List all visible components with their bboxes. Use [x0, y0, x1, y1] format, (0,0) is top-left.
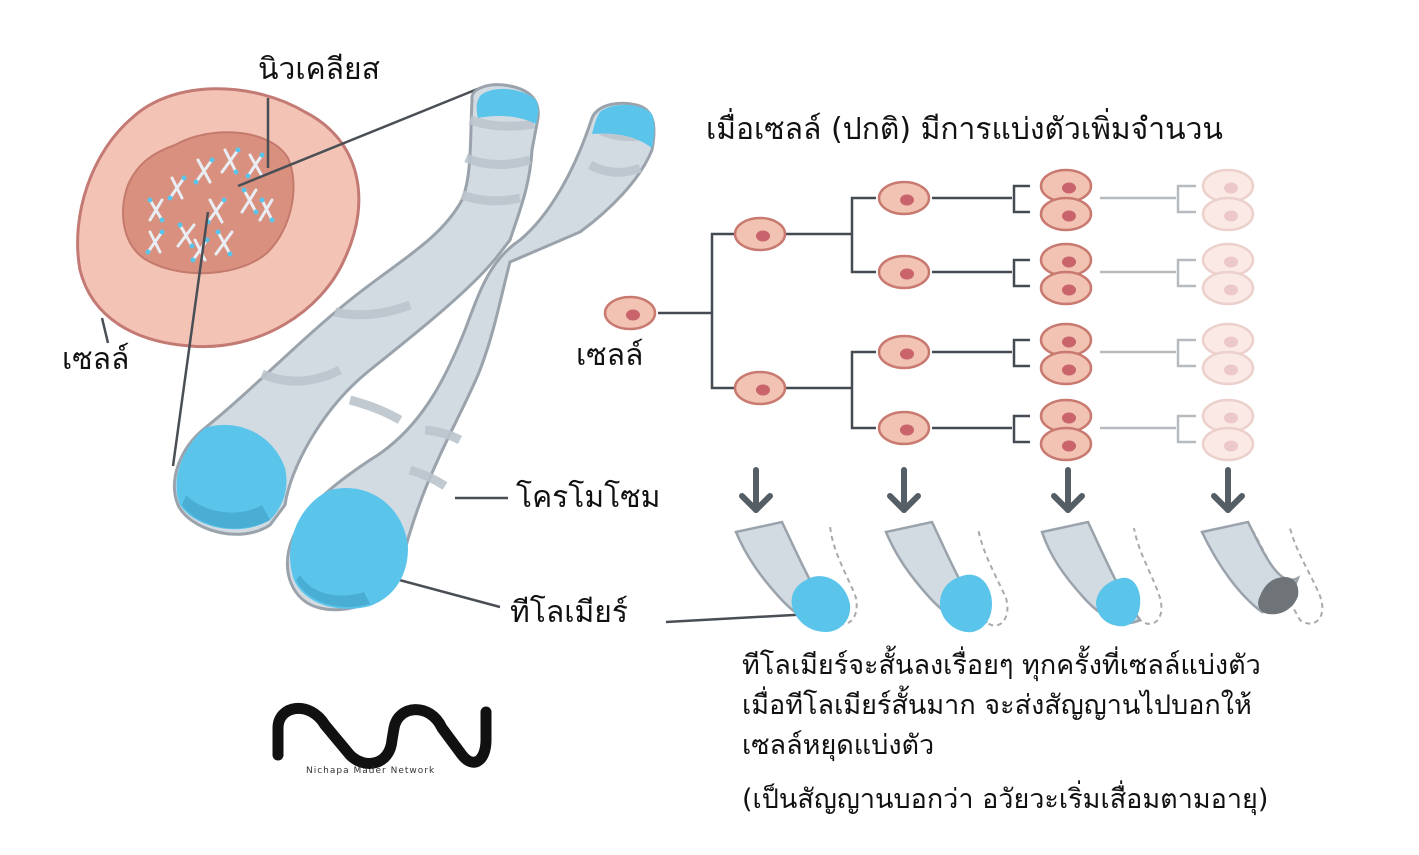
telomere-top-left [476, 88, 539, 124]
down-arrow [1214, 470, 1242, 510]
caption-line-3: เซลล์หยุดแบ่งตัว [742, 730, 935, 761]
cell-gen2 [877, 334, 931, 370]
cell-label-left: เซลล์ [62, 342, 130, 377]
telomere-top-right [592, 104, 655, 148]
cell-gen0 [603, 295, 657, 331]
down-arrow [890, 470, 918, 510]
chromosome-tip-2 [884, 520, 1009, 633]
cell-gen1 [733, 216, 787, 252]
telomere-bottom-left [176, 424, 287, 530]
cell-gen3 [1039, 322, 1093, 386]
nucleus-label: นิวเคลียส [258, 52, 380, 87]
chromosome-tip-1 [734, 520, 858, 632]
cell-gen1 [733, 370, 787, 406]
diagram-title: เมื่อเซลล์ (ปกติ) มีการแบ่งตัวเพิ่มจำนวน [706, 112, 1223, 147]
cell-gen3 [1039, 168, 1093, 232]
cell-illustration [76, 87, 361, 349]
caption-line-1: ทีโลเมียร์จะสั้นลงเรื่อยๆ ทุกครั้งที่เซล… [742, 650, 1261, 681]
down-arrow [1054, 470, 1082, 510]
chromosome-tip-4 [1200, 520, 1324, 625]
cell-gen2 [877, 254, 931, 290]
down-arrow [742, 470, 770, 510]
cell-gen3 [1039, 398, 1093, 462]
left-chromatid [173, 83, 540, 536]
nucleus [122, 131, 295, 275]
nucleus-chromosomes [146, 148, 274, 262]
logo-subtitle: Nichapa Mader Network [306, 766, 436, 776]
chromosome-tip-3 [1040, 520, 1163, 627]
cell-gen2 [877, 180, 931, 216]
logo [272, 703, 492, 769]
telomere-label: ทีโลเมียร์ [510, 595, 628, 630]
cell-gen3 [1039, 242, 1093, 306]
caption-note: (เป็นสัญญานบอกว่า อวัยวะเริ่มเสื่อมตามอา… [742, 784, 1269, 815]
caption-line-2: เมื่อทีโลเมียร์สั้นมาก จะส่งสัญญานไปบอกใ… [742, 690, 1252, 721]
telomere-bottom-right [290, 487, 408, 609]
chromosome-label: โครโมโซม [516, 480, 661, 515]
cell-gen4 [1201, 322, 1255, 386]
cell-gen4 [1201, 242, 1255, 306]
cell-gen4 [1201, 398, 1255, 462]
cell-gen2 [877, 410, 931, 446]
chromosome-tips [734, 520, 1324, 633]
cell-label-tree: เซลล์ [576, 338, 644, 373]
chromosome [173, 83, 656, 612]
cell-division-tree [603, 168, 1255, 462]
down-arrows [742, 470, 1242, 510]
cell-gen4 [1201, 168, 1255, 232]
